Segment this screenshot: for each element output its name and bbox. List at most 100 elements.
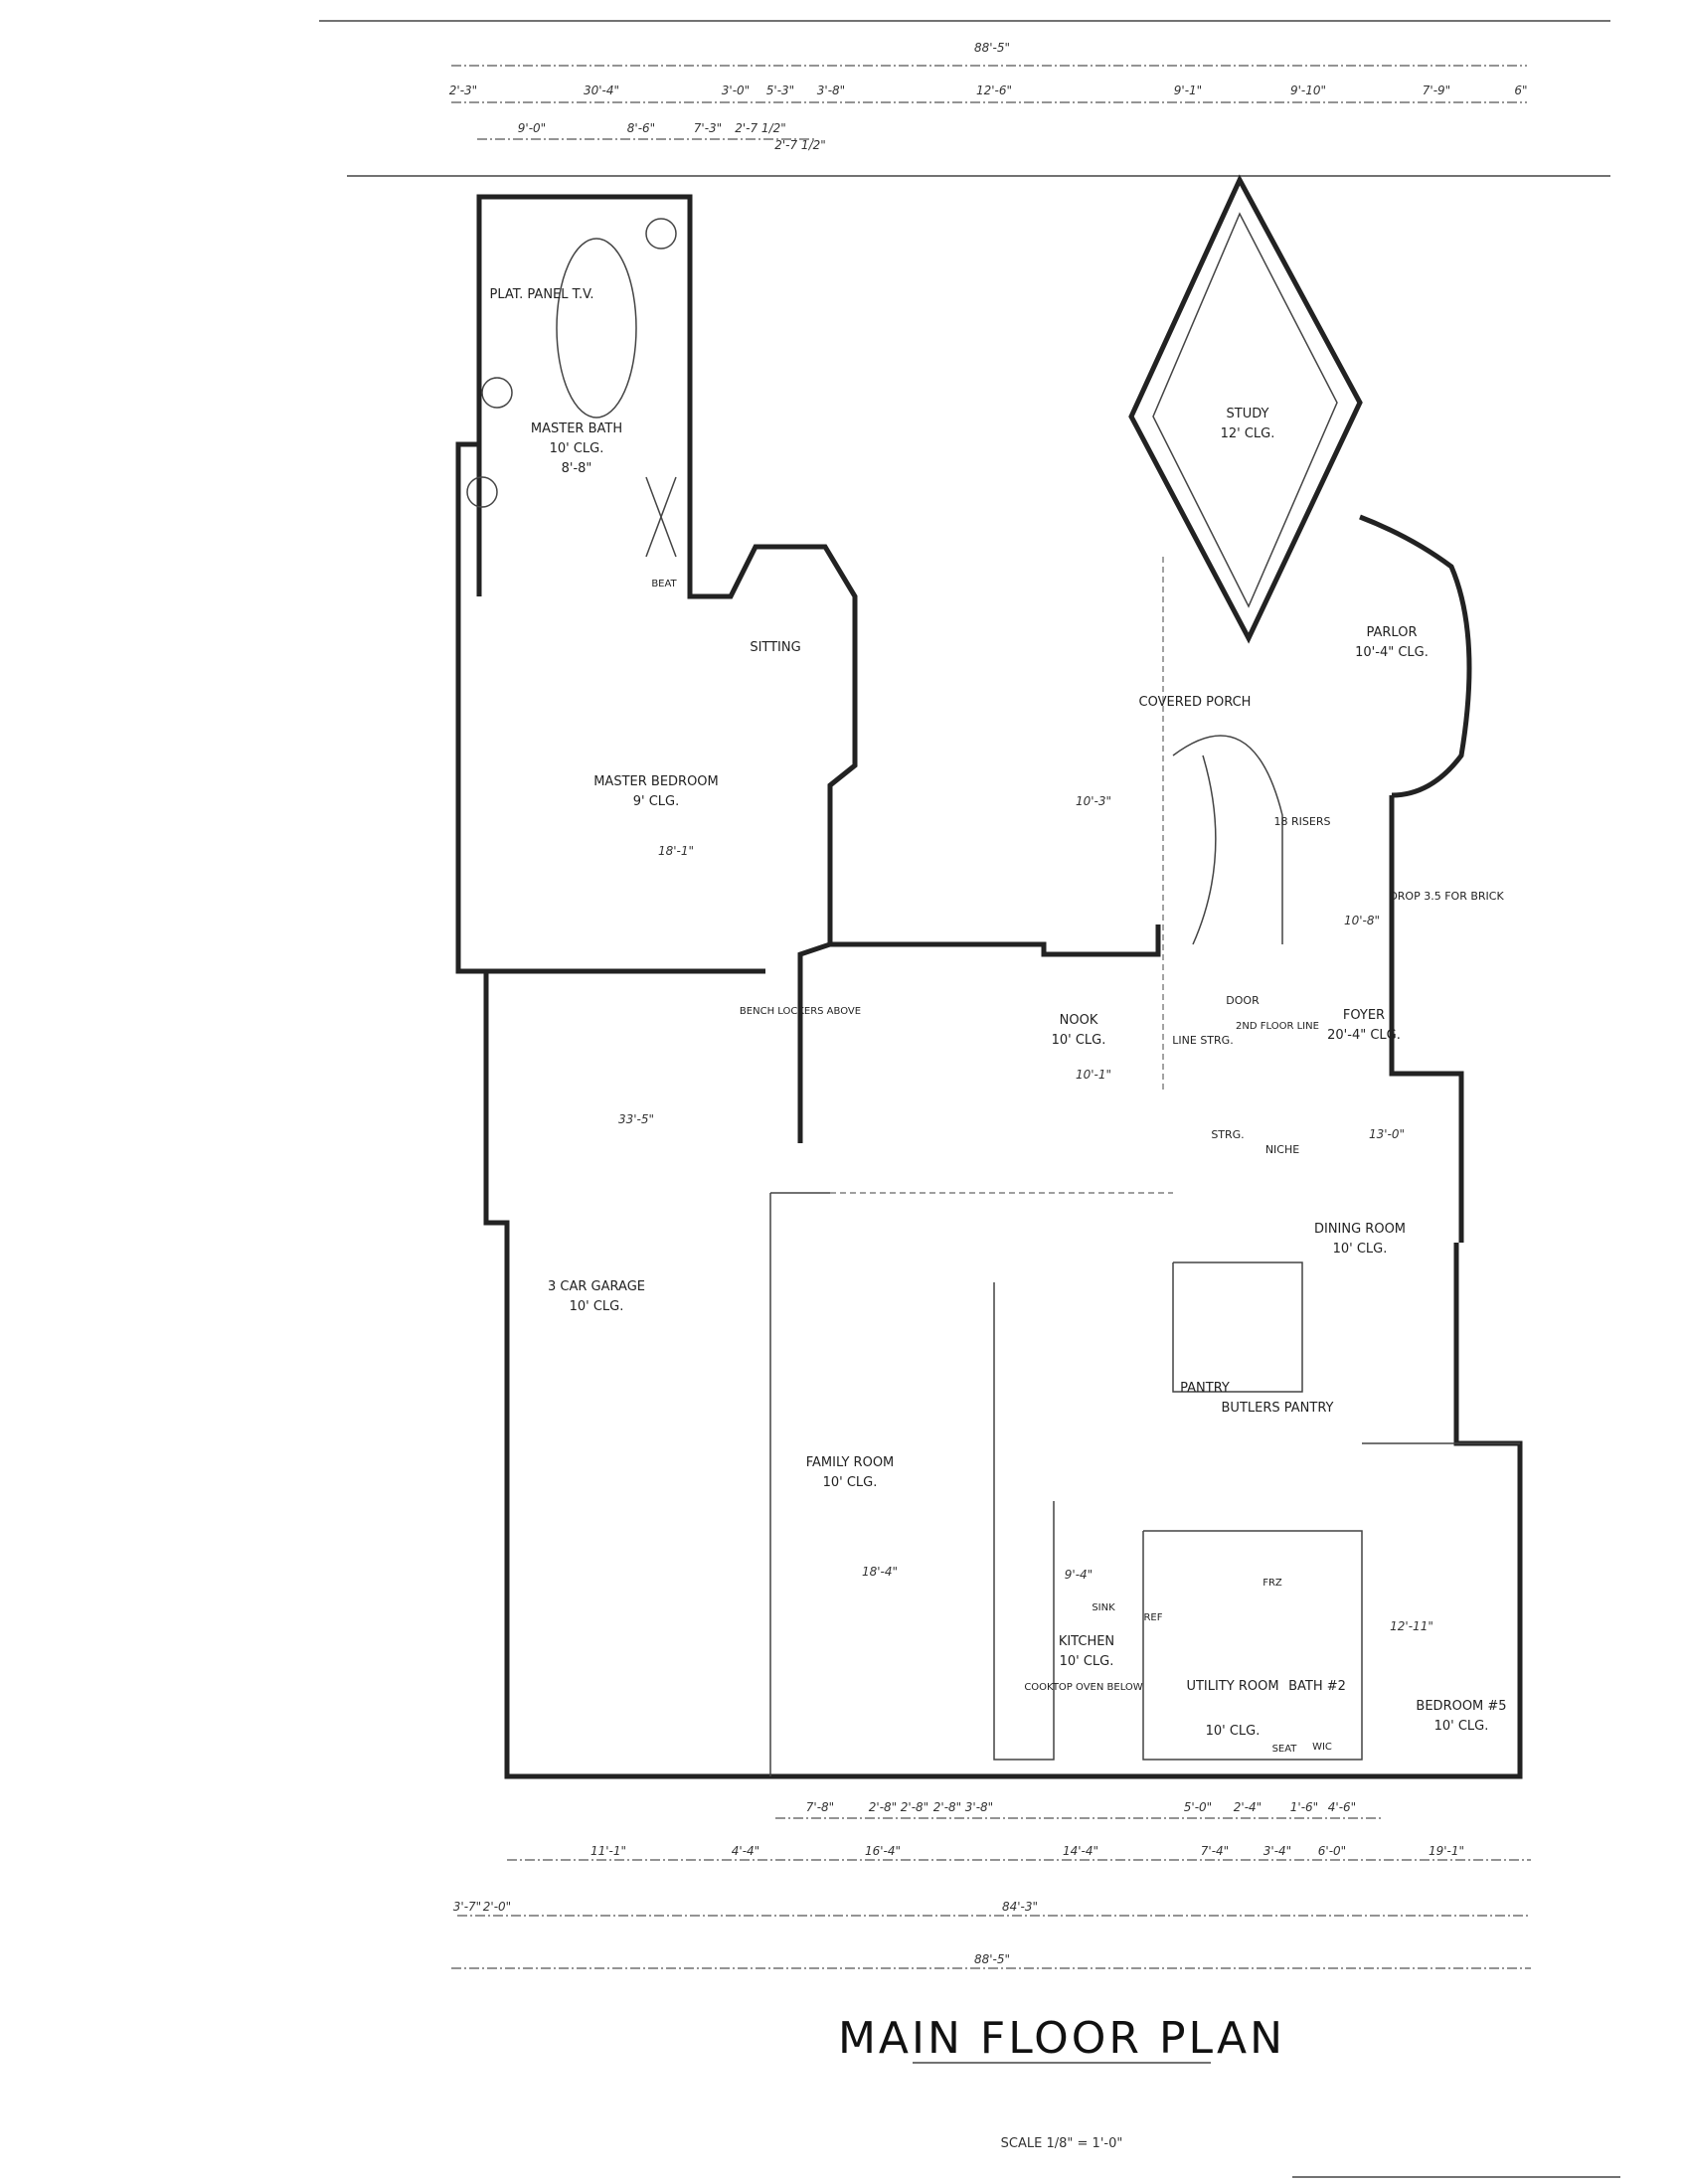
door-note: DOOR <box>1226 994 1260 1007</box>
dim-label: 3'-7" <box>453 1900 481 1914</box>
room-name: MASTER BEDROOM <box>593 774 719 789</box>
room-family: FAMILY ROOM 10' CLG. 18'-4" <box>806 1455 898 1579</box>
dim-label: 16'-4" <box>865 1844 901 1858</box>
dim-label: 2'-0" <box>483 1900 511 1914</box>
room-covered-porch: COVERED PORCH 10'-3" <box>1076 695 1251 808</box>
room-size: 10'-3" <box>1076 794 1111 808</box>
room-note: 20'-4" CLG. <box>1327 1028 1401 1043</box>
room-bedroom-5: BEDROOM #5 10' CLG. 12'-11" <box>1390 1619 1506 1734</box>
room-note: 10' CLG. <box>550 441 604 456</box>
dim-label: 14'-4" <box>1063 1844 1098 1858</box>
room-size: 12'-11" <box>1390 1619 1433 1633</box>
room-size: 8'-8" <box>562 461 592 476</box>
dim-label: 3'-8" <box>817 84 845 97</box>
sink-note: SINK <box>1092 1602 1115 1613</box>
room-dining: DINING ROOM 10' CLG. 13'-0" <box>1314 1127 1406 1257</box>
pantry-outline <box>1172 1261 1303 1393</box>
toilet-icon <box>466 476 498 508</box>
bench-lockers-note: BENCH LOCKERS ABOVE <box>740 1006 861 1017</box>
wic-note: WIC <box>1312 1742 1332 1753</box>
bathtub-icon <box>556 238 637 419</box>
room-foyer: FOYER 20'-4" CLG. 10'-8" <box>1327 914 1401 1043</box>
dim-label: 3'-8" <box>965 1800 993 1814</box>
room-name: DINING ROOM <box>1314 1222 1406 1237</box>
room-name: COVERED PORCH <box>1139 695 1252 710</box>
dim-label: 2'-7 1/2" <box>774 138 826 152</box>
sink-icon <box>481 377 513 409</box>
room-name: FOYER <box>1343 1008 1385 1023</box>
dim-label: 6'-0" <box>1318 1844 1346 1858</box>
overall-top-dim: 88'-5" <box>974 41 1010 55</box>
dim-label: 4'-4" <box>732 1844 759 1858</box>
dim-label: 2'-8" <box>933 1800 961 1814</box>
dim-label: 2'-4" <box>1234 1800 1262 1814</box>
room-garage: 3 CAR GARAGE 10' CLG. 33'-5" <box>548 1112 654 1314</box>
shower-x-mark <box>645 476 677 558</box>
room-name: BEDROOM #5 <box>1416 1699 1506 1714</box>
beat-note: BEAT <box>651 579 677 589</box>
dim-label: 9'-1" <box>1174 84 1202 97</box>
room-size: 10'-8" <box>1344 914 1380 927</box>
dim-label: 2'-3" <box>449 84 477 97</box>
risers-note: 18 RISERS <box>1274 815 1331 828</box>
kitchen-outline <box>993 1282 1055 1761</box>
room-note: 10' CLG. <box>823 1475 878 1490</box>
room-note: 12' CLG. <box>1221 426 1275 441</box>
room-size: 33'-5" <box>618 1112 654 1126</box>
second-row-dims: 9'-0" 8'-6" 7'-3" 2'-7 1/2" 2'-7 1/2" <box>518 121 826 152</box>
bottom-row3-dims: 3'-7" 2'-0" 84'-3" <box>453 1900 1038 1914</box>
room-utility: UTILITY ROOM 10' CLG. <box>1186 1679 1278 1739</box>
dim-label: 3'-4" <box>1263 1844 1291 1858</box>
room-size: 18'-4" <box>862 1565 898 1579</box>
room-name: STUDY <box>1227 407 1269 421</box>
dim-label: 84'-3" <box>1002 1900 1038 1914</box>
tv-label: PLAT. PANEL T.V. <box>489 287 593 302</box>
master-wing-wall <box>476 194 858 1143</box>
room-note: 10' CLG. <box>1052 1033 1106 1048</box>
room-note: 10' CLG. <box>1060 1654 1114 1669</box>
bottom-row2-dims: 11'-1" 4'-4" 16'-4" 14'-4" 7'-4" 3'-4" 6… <box>590 1844 1464 1858</box>
room-butlers-pantry: BUTLERS PANTRY <box>1222 1401 1334 1416</box>
nook-north-wall <box>830 924 1161 957</box>
stair-inner-curve <box>1192 755 1217 945</box>
stair-curve <box>1172 735 1283 944</box>
room-bath-2: BATH #2 <box>1288 1679 1346 1694</box>
line-storage-note: LINE STRG. <box>1172 1034 1233 1047</box>
master-bedroom-west-wall <box>455 441 765 974</box>
room-size: 13'-0" <box>1369 1127 1405 1141</box>
utility-outline <box>1142 1530 1363 1761</box>
bottom-row1-dims: 7'-8" 2'-8" 2'-8" 2'-8" 3'-8" 5'-0" 2'-4… <box>806 1800 1356 1814</box>
room-parlor: PARLOR 10'-4" CLG. <box>1355 625 1429 660</box>
room-name: 3 CAR GARAGE <box>548 1279 645 1294</box>
room-study: STUDY 12' CLG. <box>1221 407 1275 441</box>
dim-label: 19'-1" <box>1429 1844 1464 1858</box>
dim-label: 5'-0" <box>1184 1800 1212 1814</box>
study-bay-wall <box>1128 174 1363 644</box>
top-row-dims: 2'-3" 30'-4" 3'-0" 5'-3" 3'-8" 12'-6" 9'… <box>449 84 1528 97</box>
room-sitting: SITTING <box>750 640 800 655</box>
dim-label: 7'-4" <box>1201 1844 1229 1858</box>
dim-label: 9'-10" <box>1290 84 1326 97</box>
study-inner-outline <box>1152 212 1338 608</box>
foyer-east-wall <box>1389 795 1464 1243</box>
room-size: 9'-4" <box>1065 1568 1093 1582</box>
room-name: MASTER BATH <box>531 421 622 436</box>
dim-label: 2'-8" <box>869 1800 897 1814</box>
garage-and-south-wall <box>483 971 1523 1779</box>
dim-label: 8'-6" <box>627 121 655 135</box>
dim-label: 11'-1" <box>590 1844 626 1858</box>
room-note: 10'-4" CLG. <box>1355 645 1429 660</box>
plan-scale: SCALE 1/8" = 1'-0" <box>1001 2136 1123 2151</box>
dim-label: 5'-3" <box>766 84 794 97</box>
seat-note: SEAT <box>1272 1744 1298 1755</box>
ref-note: REF <box>1143 1612 1162 1623</box>
room-kitchen: KITCHEN 10' CLG. 9'-4" <box>1059 1568 1114 1669</box>
room-note: 10' CLG. <box>1434 1719 1489 1734</box>
dim-label: 6" <box>1514 84 1527 97</box>
room-note: 9' CLG. <box>633 794 680 809</box>
room-pantry: PANTRY <box>1180 1381 1230 1396</box>
room-master-bath: MASTER BATH 10' CLG. 8'-8" <box>531 421 622 476</box>
room-note: 10' CLG. <box>1206 1724 1261 1739</box>
dim-label: 2'-7 1/2" <box>735 121 786 135</box>
